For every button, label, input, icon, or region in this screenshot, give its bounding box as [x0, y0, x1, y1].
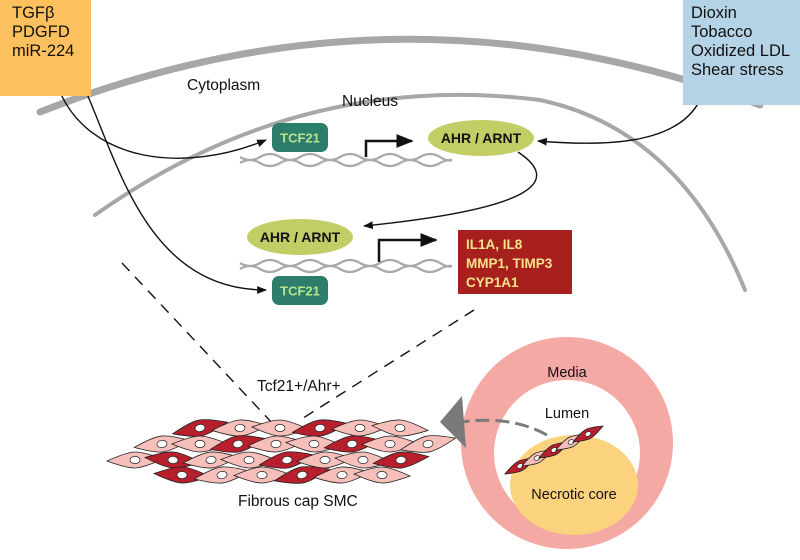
inducer-dioxin: Dioxin [691, 4, 737, 22]
smc-nucleus [319, 456, 331, 464]
smc-nucleus [308, 440, 320, 448]
ahr-arnt-label-upper: AHR / ARNT [441, 130, 522, 146]
smc-cell [352, 466, 412, 484]
smc-nucleus [234, 424, 246, 432]
smc-nucleus [314, 424, 326, 432]
smc-cell [232, 466, 292, 484]
smc-nucleus [205, 456, 217, 464]
zoom-arrow-line [461, 418, 548, 437]
tcf21-node-lower [272, 276, 328, 305]
tcf21-label-lower: TCF21 [280, 284, 320, 299]
smc-cell [313, 466, 371, 484]
smc-nucleus [232, 439, 244, 449]
vessel-smc-cell [572, 425, 604, 443]
smc-cell [133, 435, 191, 453]
smc-nucleus [394, 424, 406, 432]
smc-nucleus [422, 439, 434, 449]
smc-nucleus [384, 440, 396, 448]
tcf21-label-upper: TCF21 [280, 131, 320, 146]
target-genes-box [458, 230, 572, 294]
ahr-arnt-node-upper [428, 120, 534, 156]
smc-cell [193, 466, 251, 484]
inducer-tgfb: TGFβ [12, 4, 55, 22]
smc-nucleus [357, 456, 369, 464]
target-gene-line-2: MMP1, TIMP3 [466, 256, 553, 271]
smc-cell [211, 419, 269, 437]
smc-nucleus [346, 440, 358, 448]
smc-cell [273, 466, 331, 484]
smc-nucleus [281, 455, 293, 465]
lumen-label: Lumen [545, 406, 589, 422]
inducer-pdgfd: PDGFD [12, 23, 70, 41]
cell-label: Tcf21+/Ahr+ [257, 378, 341, 395]
smc-nucleus [167, 456, 179, 464]
inducer-mir224: miR-224 [12, 42, 75, 60]
vessel-cap-cells [504, 425, 604, 475]
zoom-line-left [121, 262, 275, 426]
smc-nucleus [194, 423, 206, 433]
smc-nucleus [176, 471, 188, 479]
smc-cell [372, 451, 430, 469]
target-gene-line-3: CYP1A1 [466, 275, 519, 290]
arrow-right-inducers-to-ahr [537, 99, 701, 146]
smc-cell [171, 419, 229, 437]
inducer-shear-stress: Shear stress [691, 61, 784, 79]
nucleus-label: Nucleus [342, 93, 398, 110]
cell-membrane [36, 35, 764, 116]
right-inducers-box: Dioxin Tobacco Oxidized LDL Shear stress [683, 0, 800, 105]
nuclear-envelope [93, 92, 747, 292]
smc-nucleus [216, 471, 228, 479]
dna-strand-upper [239, 152, 453, 168]
inducer-oxldl: Oxidized LDL [691, 42, 791, 60]
smc-nucleus [354, 424, 366, 432]
smc-cluster [105, 419, 457, 484]
smc-nucleus [336, 471, 348, 479]
smc-nucleus [194, 440, 206, 448]
arrow-left-inducers-to-tcf21 [59, 91, 267, 159]
cap-label: Fibrous cap SMC [238, 493, 358, 510]
target-gene-line-1: IL1A, IL8 [466, 237, 523, 252]
ahr-arnt-label-lower: AHR / ARNT [260, 229, 341, 245]
smc-nucleus [296, 470, 308, 480]
arrow-left-inducers-to-tcf21-lower [86, 93, 267, 294]
smc-nucleus [256, 471, 268, 479]
dna-strand-lower [239, 258, 453, 274]
zoom-arrow-head [440, 396, 466, 448]
smc-nucleus [584, 431, 592, 437]
smc-nucleus [274, 424, 286, 432]
necrotic-core [510, 435, 638, 535]
smc-nucleus [243, 456, 255, 464]
cytoplasm-label: Cytoplasm [187, 77, 260, 94]
smc-nucleus [376, 471, 388, 479]
ahr-arnt-node-lower [247, 219, 353, 255]
inducer-tobacco: Tobacco [691, 23, 753, 41]
media-label: Media [547, 365, 587, 381]
arrow-ahr-translocation [363, 151, 538, 230]
promoter-arrow-upper [364, 134, 414, 157]
left-inducers-box: TGFβ PDGFD miR-224 [0, 0, 91, 96]
necrotic-core-label: Necrotic core [531, 487, 616, 503]
smc-nucleus [156, 440, 168, 448]
smc-cell [371, 419, 429, 437]
smc-nucleus [270, 440, 282, 448]
smc-nucleus [395, 456, 407, 464]
zoom-line-right [299, 309, 475, 421]
smc-cell [399, 435, 457, 453]
tcf21-node-upper [272, 123, 328, 152]
smc-nucleus [129, 456, 141, 464]
promoter-arrow-lower [377, 233, 438, 262]
